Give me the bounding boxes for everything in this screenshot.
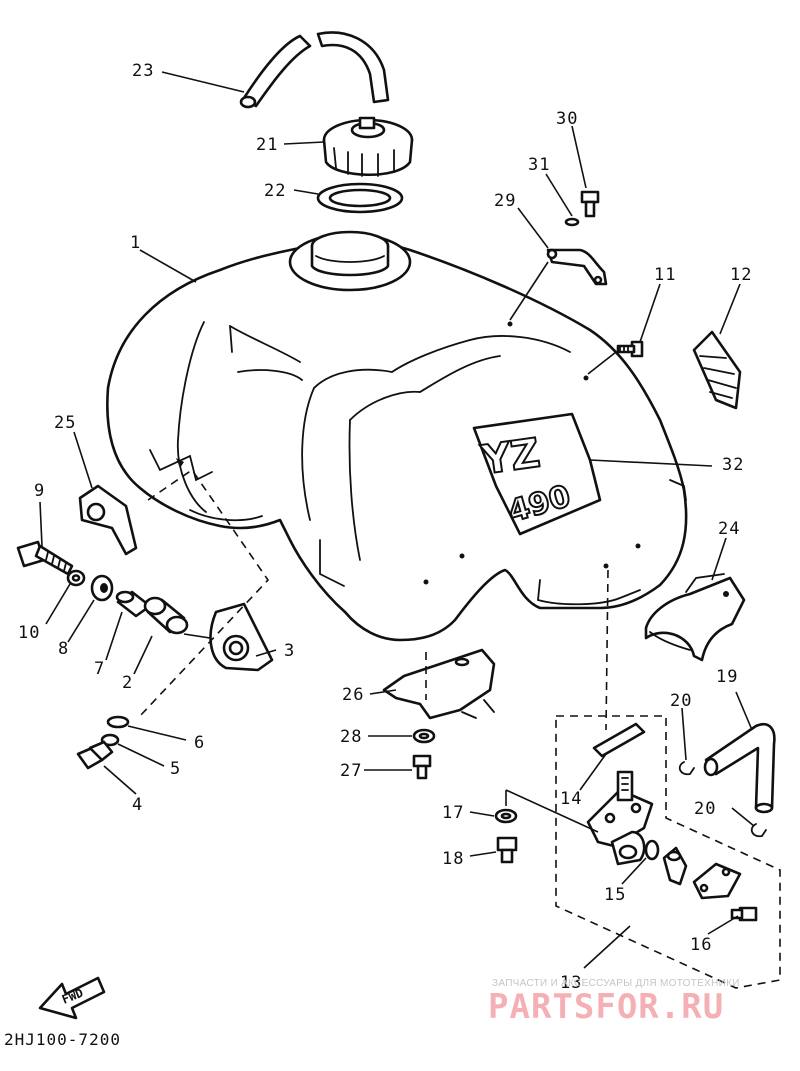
fuel-cap — [322, 116, 414, 177]
tank-bracket — [546, 248, 608, 286]
label-part-18: 18 — [442, 849, 464, 869]
hose-clip-upper — [678, 761, 695, 776]
label-part-20-lower: 20 — [694, 799, 716, 819]
label-part-29: 29 — [494, 191, 516, 211]
cock-bolt — [496, 836, 518, 864]
fuel-cock-lever — [662, 846, 688, 886]
front-tank-bracket — [382, 648, 496, 720]
tank-damper — [692, 330, 742, 410]
tank-emblem: YZ 490 — [472, 412, 602, 536]
mount-bolt — [16, 540, 74, 576]
label-part-28: 28 — [340, 727, 362, 747]
label-part-3: 3 — [284, 641, 295, 661]
drawing-code: 2HJ100-7200 — [4, 1030, 121, 1049]
rear-tank-holder — [644, 573, 746, 662]
label-part-19: 19 — [716, 667, 738, 687]
leader-lines — [39, 71, 755, 969]
bracket-washer-28 — [412, 728, 436, 744]
label-part-30: 30 — [556, 109, 578, 129]
plate-screw — [730, 906, 758, 922]
fuel-cock — [586, 770, 654, 866]
collar — [115, 590, 152, 618]
tank-bolt — [616, 340, 644, 358]
label-part-17: 17 — [442, 803, 464, 823]
fuel-strainer — [592, 722, 646, 758]
forward-direction-arrow: FWD — [38, 976, 106, 1020]
label-part-24: 24 — [718, 519, 740, 539]
fuel-cock-assembly — [555, 715, 781, 989]
svg-text:PARTSFOR.RU: PARTSFOR.RU — [488, 987, 724, 1027]
cock-washer — [494, 808, 518, 824]
hex-bolt — [76, 740, 114, 770]
label-part-14: 14 — [560, 789, 582, 809]
label-part-25: 25 — [54, 413, 76, 433]
label-part-7: 7 — [94, 659, 105, 679]
label-part-6: 6 — [194, 733, 205, 753]
label-part-23: 23 — [132, 61, 154, 81]
mount-washer — [66, 569, 86, 587]
rubber-damper — [143, 596, 189, 635]
label-part-15: 15 — [604, 885, 626, 905]
bracket-bolt — [580, 190, 600, 218]
fuel-tank — [106, 230, 688, 642]
o-ring — [644, 839, 660, 861]
label-part-27: 27 — [340, 761, 362, 781]
label-part-20-upper: 20 — [670, 691, 692, 711]
label-part-11: 11 — [654, 265, 676, 285]
label-part-32: 32 — [722, 455, 744, 475]
mount-plate-washer — [90, 574, 114, 602]
side-bracket — [78, 484, 138, 556]
svg-text:YZ: YZ — [478, 430, 543, 484]
cap-gasket — [316, 182, 404, 214]
label-part-21: 21 — [256, 135, 278, 155]
label-part-9: 9 — [34, 481, 45, 501]
nut-clip — [106, 715, 130, 729]
label-part-12: 12 — [730, 265, 752, 285]
label-part-31: 31 — [528, 155, 550, 175]
fuel-pipe — [703, 723, 776, 814]
bracket-washer — [564, 217, 580, 227]
label-part-26: 26 — [342, 685, 364, 705]
label-part-1: 1 — [130, 233, 141, 253]
label-part-8: 8 — [58, 639, 69, 659]
bracket-bolt-27 — [412, 754, 432, 780]
label-part-13: 13 — [560, 973, 582, 993]
label-part-2: 2 — [122, 673, 133, 693]
label-part-4: 4 — [132, 795, 143, 815]
fuel-cock-plate — [692, 862, 742, 900]
breather-hose — [239, 31, 390, 109]
mount-bracket — [209, 602, 274, 672]
watermark-caption: ЗАПЧАСТИ И АКСЕССУАРЫ ДЛЯ МОТОТЕХНИКИ — [492, 978, 740, 989]
watermark-logo: PARTSFOR.RU — [488, 987, 724, 1027]
label-part-10: 10 — [18, 623, 40, 643]
label-part-5: 5 — [170, 759, 181, 779]
label-part-16: 16 — [690, 935, 712, 955]
label-part-22: 22 — [264, 181, 286, 201]
